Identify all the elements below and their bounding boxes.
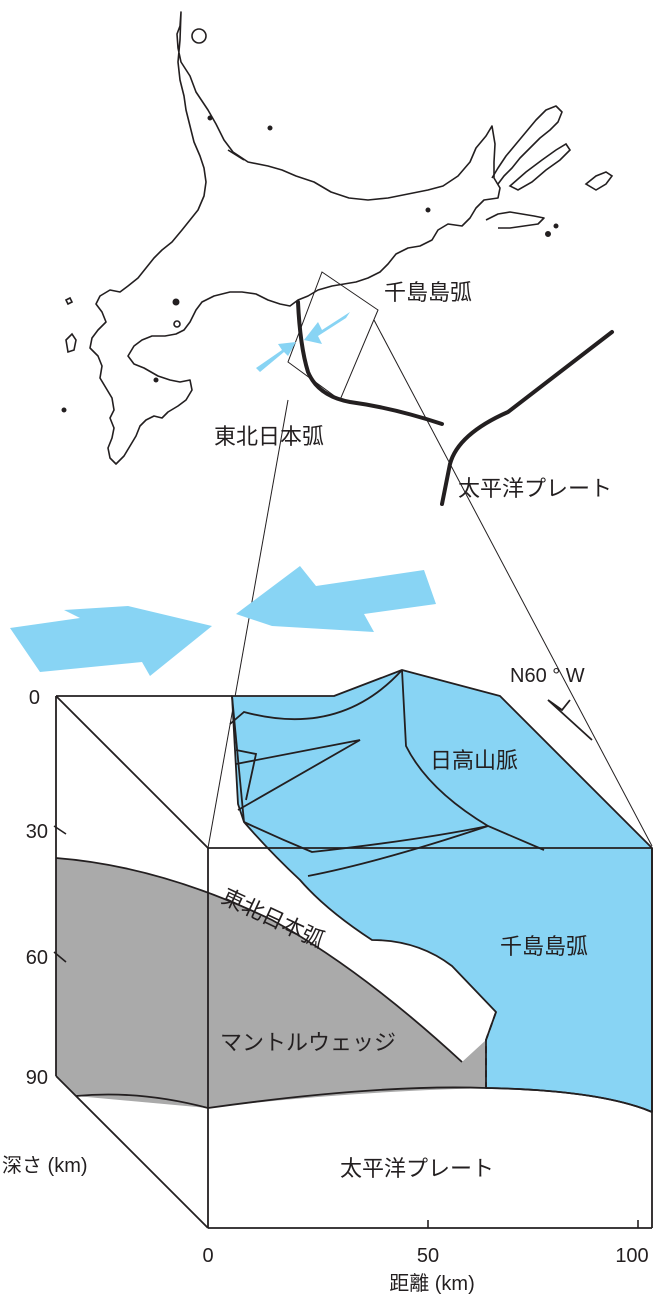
block-pacific-plate-label: 太平洋プレート — [340, 1156, 494, 1181]
mantle-wedge-label: マントルウェッジ — [220, 1030, 396, 1055]
block-kuril-arc-label: 千島島弧 — [500, 934, 588, 959]
lake-marker-4 — [153, 377, 159, 383]
arrow-pointing-west — [236, 566, 436, 632]
habomai-islet — [553, 223, 559, 229]
map-pacific-plate-label: 太平洋プレート — [458, 476, 612, 501]
arrow-pointing-east — [10, 606, 212, 676]
distance-tick-label-50: 50 — [417, 1245, 439, 1267]
distance-axis: 0 50 100 距離 (km) — [202, 1220, 649, 1295]
kunashiri-island — [508, 142, 572, 191]
distance-tick-label-100: 100 — [615, 1245, 648, 1267]
hidaka-collision-line — [296, 300, 444, 426]
hidaka-fault-2 — [229, 669, 403, 725]
lake-marker-3 — [425, 207, 431, 213]
hidaka-mountains-label: 日高山脈 — [430, 748, 518, 773]
projection-line-left — [207, 399, 289, 849]
distance-axis-title: 距離 (km) — [389, 1272, 475, 1295]
block-diagram: N60 ° W 日高山脈 東北日本弧 千島島弧 マントルウェッジ 太平洋プレート — [55, 665, 653, 1229]
lake-marker-1 — [267, 125, 273, 131]
lake-marker-5 — [61, 407, 67, 413]
map-ne-japan-arc-label: 東北日本弧 — [214, 424, 324, 449]
mantle-wedge — [56, 858, 486, 1108]
projection-line-right — [373, 319, 653, 847]
dashed-boundary — [485, 1011, 497, 1088]
slab-surface-front — [207, 1086, 653, 1113]
slab-surface-side — [75, 1093, 209, 1109]
depth-tick-30 — [53, 825, 67, 835]
depth-tick-label-90: 90 — [26, 1067, 48, 1089]
map-kuril-arc-label: 千島島弧 — [384, 280, 472, 305]
map-arrow-eastward — [256, 342, 296, 372]
distance-tick-label-0: 0 — [202, 1245, 213, 1267]
sea-of-okhotsk-shore — [227, 149, 245, 161]
orientation-indicator — [547, 699, 593, 741]
shiretoko-peninsula — [491, 105, 563, 185]
shikotan-islet — [545, 231, 551, 237]
depth-axis-title: 深さ (km) — [2, 1154, 88, 1177]
teuri-islet — [207, 115, 213, 121]
etorofu-island — [584, 171, 614, 191]
hidaka-fault-3 — [235, 739, 361, 811]
nemuro-peninsula — [485, 211, 545, 229]
rishiri-island — [191, 28, 207, 44]
orientation-label: N60 ° W — [510, 665, 585, 687]
projection-lines — [207, 319, 653, 849]
okushiri-island — [65, 332, 77, 354]
depth-tick-60 — [53, 951, 67, 963]
hidaka-fault-1 — [401, 669, 545, 851]
hidaka-fault-6 — [235, 749, 258, 801]
motion-arrows — [10, 566, 436, 676]
map-arrow-westward — [304, 312, 350, 344]
block-top-diagonal — [55, 695, 209, 849]
depth-tick-label-60: 60 — [26, 947, 48, 969]
kuril-trench-line — [440, 330, 614, 506]
hidaka-fault-5 — [307, 825, 489, 877]
depth-axis: 0 30 60 90 深さ (km) — [2, 687, 88, 1177]
hokkaido-coastline — [89, 11, 501, 465]
ne-japan-arc-boundary — [55, 857, 463, 1063]
block-bottom-diagonal — [55, 1075, 209, 1229]
lake-marker-2 — [172, 298, 180, 306]
hokkaido-west-islet — [64, 296, 74, 306]
hokkaido-map — [61, 11, 614, 465]
depth-tick-label-30: 30 — [26, 821, 48, 843]
depth-tick-label-0: 0 — [29, 687, 40, 709]
map-tectonics: 千島島弧 東北日本弧 太平洋プレート — [214, 271, 614, 506]
hidaka-fault-4 — [243, 821, 489, 853]
lake-shikotsu — [173, 320, 181, 328]
block-kuril-left-edge — [231, 695, 245, 823]
